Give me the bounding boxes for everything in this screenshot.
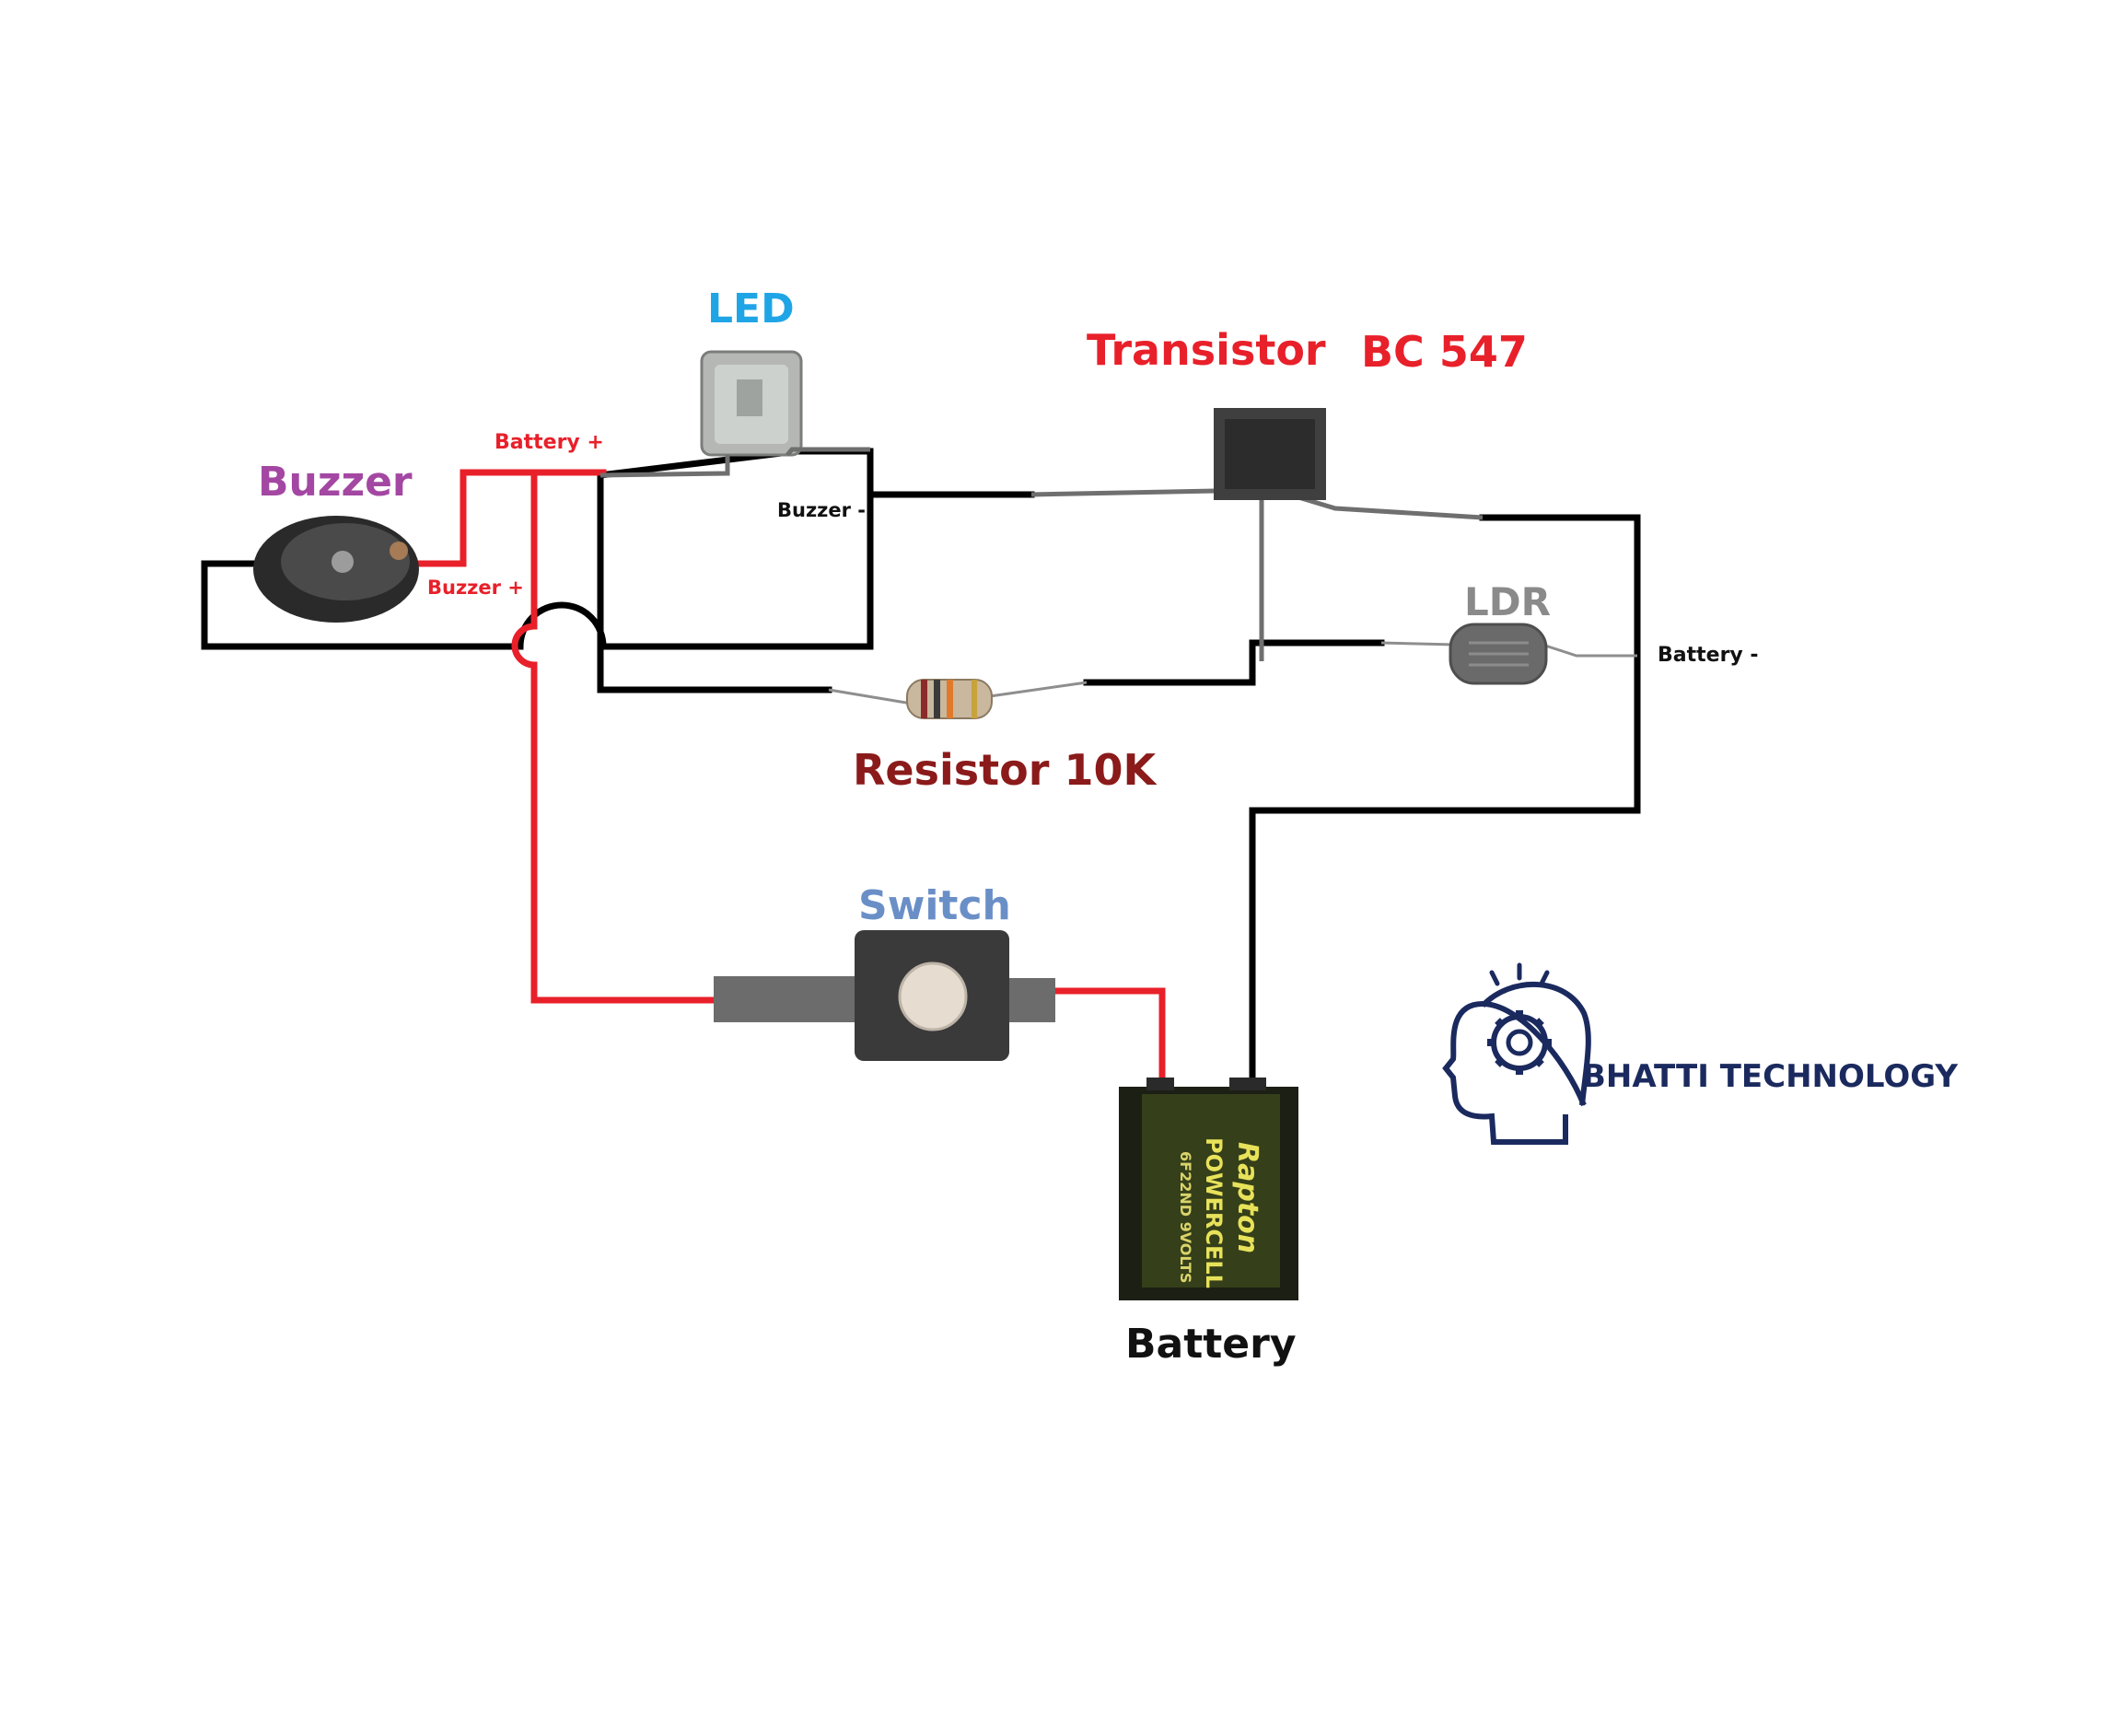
bhatti-logo: BHATTI TECHNOLOGY: [1442, 962, 1958, 1145]
resistor-band-2: [934, 680, 940, 718]
logo-head-top: [1480, 981, 1591, 1106]
wire-emitter-rail: [1249, 514, 1641, 1083]
switch-button: [898, 961, 968, 1031]
battery-plus-label: Battery +: [495, 431, 604, 454]
battery-label-area: [1142, 1094, 1280, 1287]
ldr-component: [1380, 623, 1637, 685]
switch-component: [714, 930, 1055, 1061]
wire-battery-plus: [511, 469, 722, 1004]
transistor-lead-collector: [1030, 488, 1216, 497]
labels: Buzzer LED Transistor BC 547 LDR Resisto…: [258, 285, 1759, 1368]
buzzer-hole: [332, 551, 354, 573]
ldr-lead-left: [1380, 641, 1456, 647]
buzzer-terminal: [390, 542, 408, 560]
logo-text: BHATTI TECHNOLOGY: [1582, 1058, 1958, 1095]
resistor-band-3: [947, 680, 953, 718]
logo-head-icon: [1442, 1000, 1587, 1145]
wire-led-resistor: [597, 472, 832, 693]
negative-wires: [201, 448, 1641, 1083]
battery-label: Battery: [1125, 1321, 1297, 1368]
positive-wires: [406, 469, 1166, 1090]
battery-component: Rapton POWERCELL 6F22ND 9VOLTS: [1119, 1078, 1298, 1300]
logo-gear-center: [1506, 1029, 1533, 1056]
transistor-label: Transistor: [1087, 325, 1326, 375]
wire-switch-battery: [1044, 987, 1166, 1090]
switch-lead-right: [1004, 978, 1055, 1022]
transistor-lead-emitter: [1298, 495, 1484, 520]
battery-powercell-text: POWERCELL: [1201, 1137, 1227, 1288]
ldr-lead-right: [1542, 643, 1637, 658]
logo-rays-icon: [1489, 962, 1550, 986]
resistor-label: Resistor 10K: [853, 745, 1158, 795]
resistor-band-4: [972, 680, 977, 718]
battery-terminal-plus: [1146, 1078, 1174, 1090]
led-label: LED: [707, 285, 795, 332]
transistor-model-label: BC 547: [1361, 327, 1528, 377]
resistor-lead-right: [989, 681, 1088, 698]
resistor-lead-left: [828, 688, 913, 705]
switch-lead-left: [714, 976, 866, 1022]
switch-label: Switch: [858, 882, 1011, 929]
buzzer-component: [253, 516, 419, 623]
resistor-band-1: [921, 680, 927, 718]
led-lead-left: [599, 455, 730, 478]
led-component: [599, 350, 870, 478]
battery-terminal-minus: [1229, 1078, 1266, 1090]
buzzer-minus-label: Buzzer -: [777, 499, 866, 521]
buzzer-label: Buzzer: [258, 459, 413, 506]
logo-gear-teeth: [1487, 1010, 1552, 1075]
ldr-track: [1469, 641, 1529, 667]
buzzer-plus-label: Buzzer +: [427, 577, 524, 599]
battery-model-text: 6F22ND 9VOLTS: [1177, 1151, 1194, 1283]
wire-resistor-base: [1083, 639, 1385, 686]
resistor-component: [828, 679, 1088, 719]
ldr-label: LDR: [1464, 579, 1551, 624]
battery-brand-text: Rapton: [1231, 1142, 1263, 1253]
led-lead-right: [786, 447, 870, 457]
transistor-face: [1225, 419, 1315, 489]
led-die: [737, 379, 762, 416]
battery-minus-label: Battery -: [1658, 644, 1759, 667]
wire-buzzer-plus: [406, 469, 607, 567]
transistor-component: [1030, 408, 1484, 661]
